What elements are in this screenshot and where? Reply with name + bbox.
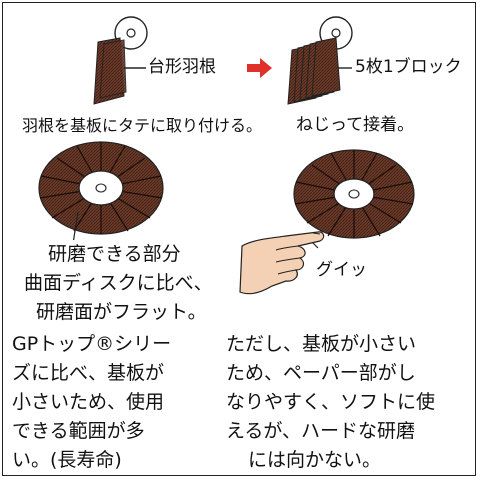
description-line: ただし、基板が小さい: [226, 333, 417, 355]
flap-disc-right: [293, 149, 415, 249]
description-line: GPトップ®シリー: [12, 333, 172, 355]
blade-block-illustration: [287, 16, 353, 105]
description-line: えるが、ハードな研磨: [226, 420, 416, 442]
label-squish: グイッ: [316, 260, 367, 280]
label-five-per-block: 5枚1ブロック: [355, 57, 462, 77]
description-line: ため、ペーパー部がし: [226, 362, 416, 384]
caption-twist-glue: ねじって接着。: [296, 115, 415, 135]
caption-attach-vertically: 羽根を基板にタテに取り付ける。: [22, 116, 263, 135]
description-caution: ただし、基板が小さい ため、ペーパー部がし なりやすく、ソフトに使 えるが、ハー…: [226, 330, 435, 475]
diagram-frame: [2, 2, 476, 476]
flap-disc-left: [38, 141, 164, 251]
description-line: い。(長寿命): [12, 449, 122, 471]
description-line: なりやすく、ソフトに使: [226, 391, 436, 413]
blade-single-illustration: [93, 16, 148, 105]
description-line: 曲面ディスクに比べ、: [24, 272, 213, 294]
description-line: 研磨できる部分: [48, 243, 181, 265]
arrow-icon: [247, 58, 272, 78]
description-line: には向かない。: [248, 449, 382, 471]
description-gp-top: GPトップ®シリー ズに比べ、基板が 小さいため、使用 できる範囲が多 い。(長…: [12, 330, 171, 475]
description-line: できる範囲が多: [12, 420, 145, 442]
description-flat-surface: 研磨できる部分 曲面ディスクに比べ、 研磨面がフラット。: [22, 240, 215, 327]
description-line: ズに比べ、基板が: [12, 362, 165, 384]
description-line: 研磨面がフラット。: [36, 301, 207, 323]
description-line: 小さいため、使用: [12, 391, 165, 413]
label-trapezoid-blade: 台形羽根: [148, 57, 216, 77]
hand-illustration: [239, 231, 325, 295]
